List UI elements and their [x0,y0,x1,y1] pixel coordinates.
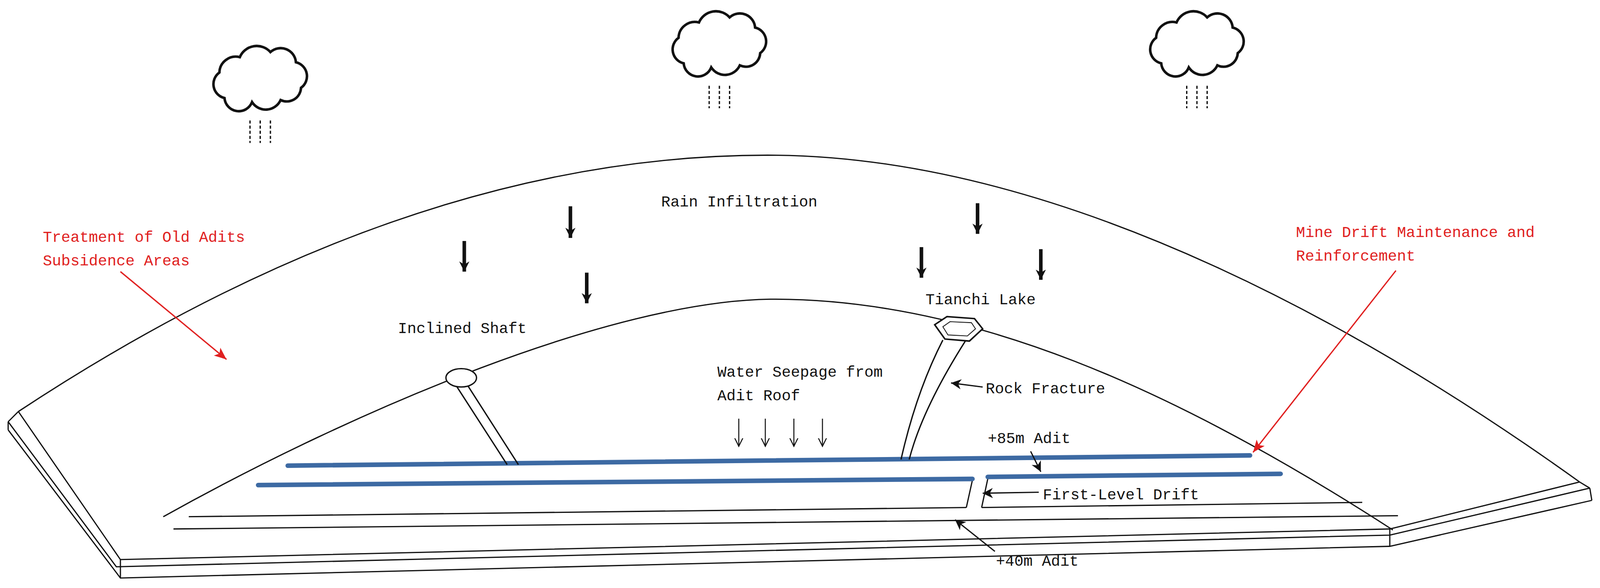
infiltration-arrow [464,203,1041,304]
rock-fracture [901,339,966,460]
callout-label: +40m Adit [995,550,1079,574]
seepage-arrow [738,418,823,446]
tianchi-lake [934,316,983,341]
leader-arrow [950,382,1041,551]
callout-label: Inclined Shaft [397,317,527,342]
inclined-shaft [445,368,519,465]
cloud [1150,11,1244,109]
callout-label: Mine Drift Maintenance and Reinforcement [1295,221,1546,269]
hill-surface [18,155,1580,483]
callout-label: Treatment of Old Adits Subsidence Areas [42,226,263,274]
callout-label: Water Seepage from Adit Roof [717,361,896,409]
tianchi-lake [943,321,976,336]
callout-label: Rock Fracture [985,377,1106,402]
callout-label: Rain Infiltration [661,190,818,215]
ground-slab [8,411,1593,578]
adit-line [258,454,1281,485]
cloud [213,45,307,143]
callout-label: First-Level Drift [1042,483,1200,508]
hill-section [163,298,1393,530]
callout-label: +85m Adit [987,427,1071,452]
adit-outline [173,478,1399,529]
callout-arrow [120,270,1396,452]
callout-label: Tianchi Lake [925,288,1036,313]
cloud [672,11,766,109]
